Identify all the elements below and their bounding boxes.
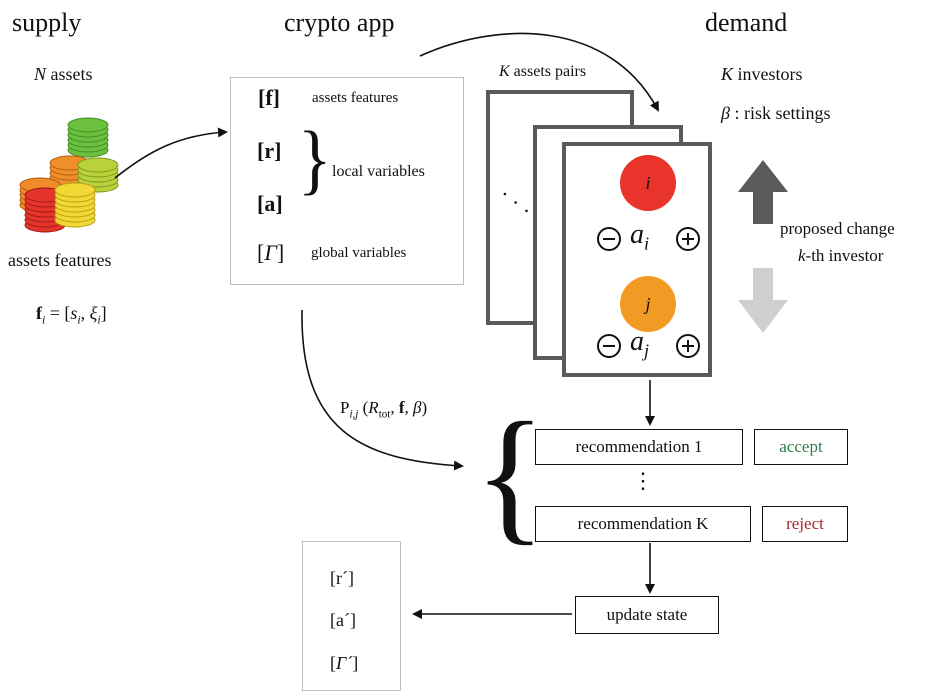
a-symbol: [a] <box>257 191 283 216</box>
coin <box>24 202 66 218</box>
coin <box>67 127 109 143</box>
minus-icon <box>597 227 621 251</box>
coin <box>24 197 66 213</box>
coin <box>19 182 61 198</box>
crypto-app-header: crypto app <box>284 8 395 37</box>
coin <box>49 155 91 171</box>
coin <box>54 192 96 208</box>
k-investors-label: K investors <box>721 64 803 84</box>
supply-to-app-arrow <box>114 127 228 179</box>
asset-j-circle: j <box>620 276 676 332</box>
risk-settings-label: β : risk settings <box>721 103 831 123</box>
coin <box>24 217 66 233</box>
probability-label: Pi,j (Rtot, f, β) <box>340 398 428 421</box>
plus-icon <box>676 334 700 358</box>
coin <box>54 197 96 213</box>
assets-features-label: assets features <box>8 250 112 270</box>
feature-formula: fi = [si, ξi] <box>36 303 107 327</box>
a-prime: [a´] <box>330 610 356 630</box>
f-symbol: [f] <box>258 85 280 110</box>
up-arrow-icon <box>738 160 788 224</box>
coin <box>49 165 91 181</box>
gamma-symbol: [Γ] <box>257 240 285 265</box>
coin <box>54 207 96 223</box>
coin <box>24 187 66 203</box>
supply-header: supply <box>12 8 82 37</box>
crypto-app-box <box>230 77 464 285</box>
n-assets-label: N assets <box>34 64 93 84</box>
reject-box: reject <box>762 506 848 542</box>
coin <box>19 192 61 208</box>
coin <box>67 132 109 148</box>
local-label: local variables <box>332 163 425 180</box>
update-state-box: update state <box>575 596 719 634</box>
app-to-recommendations-arrow <box>301 309 464 471</box>
coin <box>67 117 109 133</box>
coin <box>77 172 119 188</box>
minus-icon <box>597 334 621 358</box>
a-i-label: ai <box>630 219 650 254</box>
demand-header: demand <box>705 8 788 37</box>
coin <box>19 187 61 203</box>
coin <box>54 212 96 228</box>
gamma-prime: [Γ´] <box>330 653 359 673</box>
coin <box>49 160 91 176</box>
recommendations-brace: { <box>474 392 546 558</box>
coin <box>54 202 96 218</box>
pairs-label: K assets pairs <box>499 63 587 80</box>
coin <box>77 157 119 173</box>
coin <box>77 177 119 193</box>
coin <box>77 162 119 178</box>
accept-box: accept <box>754 429 848 465</box>
coin <box>19 197 61 213</box>
proposed-change-label: proposed change <box>780 219 895 238</box>
coin <box>24 207 66 223</box>
r-prime: [r´] <box>330 568 354 588</box>
coin <box>67 122 109 138</box>
plus-icon <box>676 227 700 251</box>
coin <box>54 182 96 198</box>
coin <box>24 212 66 228</box>
coin <box>67 142 109 158</box>
coin <box>24 192 66 208</box>
recommendation-k-box: recommendation K <box>535 506 751 542</box>
new-state-box <box>302 541 401 691</box>
vertical-dots: ⋮ <box>632 468 654 493</box>
recommendation-1-box: recommendation 1 <box>535 429 743 465</box>
kth-investor-label: k-th investor <box>798 246 884 265</box>
coin <box>67 137 109 153</box>
coin <box>49 170 91 186</box>
a-j-label: aj <box>630 326 650 361</box>
coin <box>77 167 119 183</box>
coin <box>19 177 61 193</box>
global-label: global variables <box>311 245 407 261</box>
local-brace: } <box>297 115 332 202</box>
f-label: assets features <box>312 90 399 106</box>
coin <box>54 187 96 203</box>
asset-i-circle: i <box>620 155 676 211</box>
r-symbol: [r] <box>257 138 282 163</box>
down-arrow-icon <box>738 268 788 333</box>
